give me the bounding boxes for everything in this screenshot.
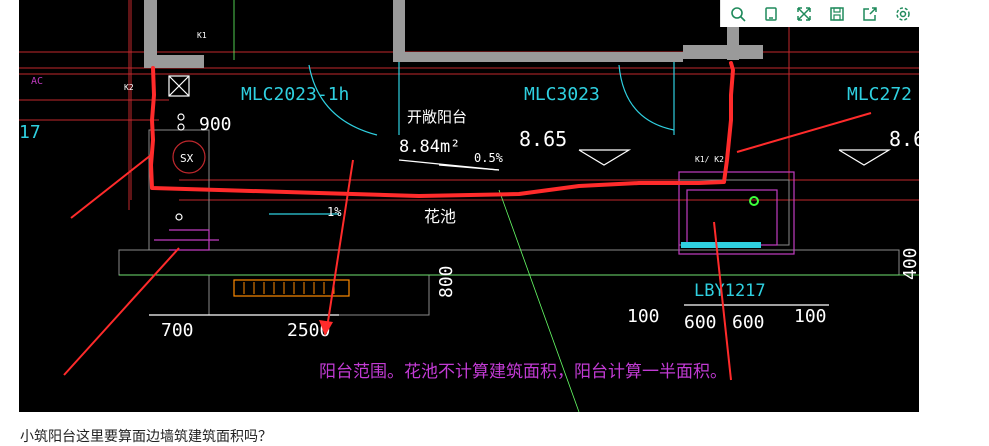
label-k1: K1 xyxy=(197,31,207,40)
cad-drawing: MLC2023-1h MLC3023 MLC272 开敞阳台 8.84m² 8.… xyxy=(19,0,919,412)
label-700: 700 xyxy=(161,320,194,341)
share-button[interactable] xyxy=(858,2,882,26)
annotation-text: 阳台范围。花池不计算建筑面积，阳台计算一半面积。 xyxy=(319,362,727,382)
label-ac: AC xyxy=(31,76,43,87)
label-100b: 100 xyxy=(794,306,827,327)
label-600b: 600 xyxy=(732,312,765,333)
label-balcony: 开敞阳台 xyxy=(407,108,467,126)
label-area: 8.84m² xyxy=(399,137,460,157)
expand-icon xyxy=(797,6,811,21)
label-left-edge: 17 xyxy=(19,122,41,143)
settings-button[interactable] xyxy=(891,2,915,26)
zoom-search-button[interactable] xyxy=(726,2,750,26)
search-icon xyxy=(730,6,746,22)
copy-icon xyxy=(764,6,777,21)
label-mlc-mid: MLC3023 xyxy=(524,84,600,105)
label-mlc-left: MLC2023-1h xyxy=(241,84,349,105)
label-400: 400 xyxy=(900,247,919,280)
label-planter: 花池 xyxy=(424,207,456,226)
label-elev-right: 8.6 xyxy=(889,127,919,151)
cad-drawing-viewer[interactable]: MLC2023-1h MLC3023 MLC272 开敞阳台 8.84m² 8.… xyxy=(19,0,919,412)
label-2500: 2500 xyxy=(287,320,330,341)
label-600a: 600 xyxy=(684,312,717,333)
label-k1k2: K1/ K2 xyxy=(695,155,724,164)
label-slope1: 0.5% xyxy=(474,151,504,165)
label-lby: LBY1217 xyxy=(694,281,766,301)
label-slope2: 1% xyxy=(327,205,342,219)
label-100a: 100 xyxy=(627,306,660,327)
label-k2: K2 xyxy=(124,83,134,92)
settings-icon xyxy=(896,6,911,21)
copy-button[interactable] xyxy=(759,2,783,26)
label-sx: SX xyxy=(180,152,194,165)
save-button[interactable] xyxy=(825,2,849,26)
image-toolbar xyxy=(720,0,920,27)
label-900: 900 xyxy=(199,114,232,135)
share-icon xyxy=(863,6,877,21)
label-elev-mid: 8.65 xyxy=(519,127,567,151)
save-icon xyxy=(830,6,844,21)
annotation-arrows xyxy=(63,112,872,381)
label-800: 800 xyxy=(436,265,457,298)
expand-button[interactable] xyxy=(792,2,816,26)
balcony-outline xyxy=(149,61,735,198)
question-text: 小筑阳台这里要算面边墙筑建筑面积吗？ xyxy=(20,429,272,445)
label-mlc-right: MLC272 xyxy=(847,84,912,105)
